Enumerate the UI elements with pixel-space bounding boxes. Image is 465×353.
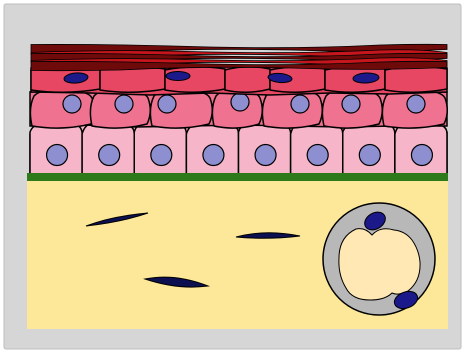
spinous-cell-nucleus bbox=[158, 95, 176, 113]
spinous-cell-layer bbox=[30, 90, 447, 128]
basal-cell-nucleus bbox=[47, 145, 68, 166]
granular-cell bbox=[385, 67, 447, 93]
basal-cell-nucleus bbox=[359, 145, 380, 166]
spinous-cell bbox=[30, 90, 94, 128]
granular-cell-nucleus bbox=[166, 72, 190, 81]
basal-cell-layer bbox=[30, 122, 447, 174]
spinous-cell-nucleus bbox=[63, 95, 81, 113]
vessel-lumen bbox=[339, 229, 420, 300]
basal-cell-nucleus bbox=[203, 145, 224, 166]
spinous-cell-nucleus bbox=[342, 95, 360, 113]
spinous-cell-nucleus bbox=[115, 95, 133, 113]
spinous-cell-nucleus bbox=[291, 95, 309, 113]
basal-cell-nucleus bbox=[255, 145, 276, 166]
granular-cell bbox=[225, 67, 270, 93]
basement-membrane bbox=[27, 173, 448, 181]
spinous-cell-nucleus bbox=[407, 95, 425, 113]
basal-cell-nucleus bbox=[151, 145, 172, 166]
basal-cell-nucleus bbox=[411, 145, 432, 166]
spinous-cell-nucleus bbox=[231, 93, 249, 111]
keratinized-layer bbox=[31, 44, 447, 70]
blood-vessel bbox=[323, 203, 435, 315]
basal-cell-nucleus bbox=[99, 145, 120, 166]
basal-cell-nucleus bbox=[307, 145, 328, 166]
